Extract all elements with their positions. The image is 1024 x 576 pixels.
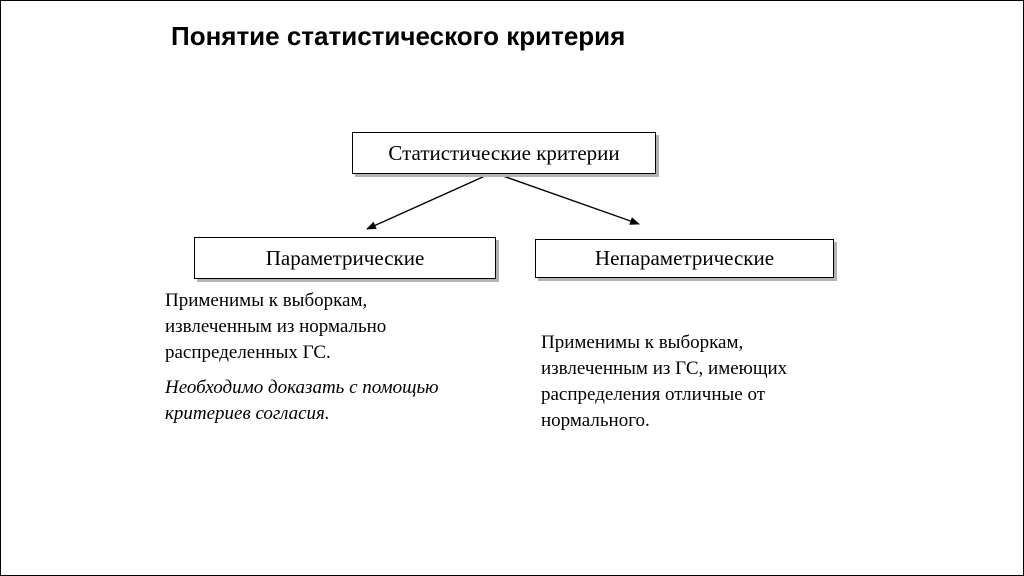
parametric-note-line: Необходимо доказать с помощью [165, 377, 439, 398]
parametric-description-line: извлеченным из нормально [165, 316, 387, 337]
nonparametric-description: Применимы к выборкам, извлеченным из ГС,… [541, 330, 787, 434]
node-nonparametric-label: Непараметрические [594, 246, 775, 270]
parametric-description-line: распределенных ГС. [165, 342, 331, 363]
root-node-label: Статистические критерии [388, 140, 620, 165]
parametric-note: Необходимо доказать с помощью критериев … [165, 375, 439, 427]
node-parametric-label: Параметрические [265, 245, 425, 270]
root-node-statistical-criteria: Статистические критерии [352, 132, 656, 174]
parametric-note-line: критериев согласия. [165, 403, 330, 424]
nonparametric-description-line: Применимы к выборкам, [541, 332, 744, 353]
parametric-description-line: Применимы к выборкам, [165, 290, 368, 311]
nonparametric-description-line: нормального. [541, 410, 650, 431]
nonparametric-description-line: извлеченным из ГС, имеющих [541, 358, 788, 379]
node-nonparametric: Непараметрические [535, 239, 834, 278]
parametric-description: Применимы к выборкам, извлеченным из нор… [165, 288, 386, 366]
nonparametric-description-line: распределения отличные от [541, 384, 766, 405]
arrow-to-nonparametric [502, 175, 640, 225]
slide-title: Понятие статистического критерия [171, 21, 626, 51]
node-parametric: Параметрические [194, 237, 496, 279]
arrow-to-parametric [366, 175, 486, 230]
